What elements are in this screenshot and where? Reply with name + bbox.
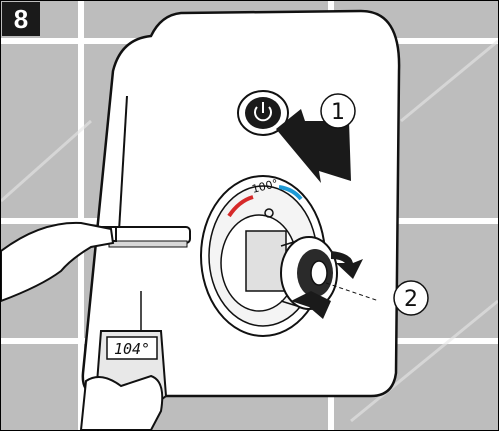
step-number-badge: 8 [2, 2, 40, 36]
callout-1: 1 [321, 94, 355, 128]
callout-1-label: 1 [331, 100, 345, 125]
callout-2: 2 [394, 281, 428, 315]
thermometer-reading: 104° [114, 340, 150, 358]
callout-2-label: 2 [404, 287, 418, 312]
